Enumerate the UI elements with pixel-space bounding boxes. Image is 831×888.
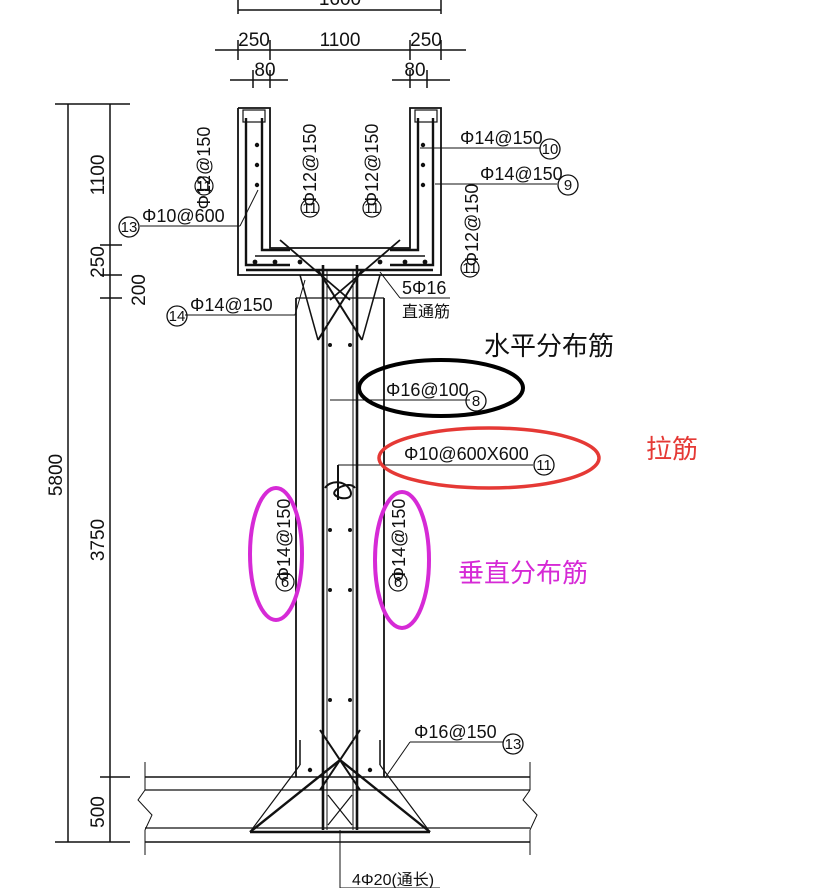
reinforcement [244,118,533,834]
mark-9: 9 [564,177,572,194]
dim-top: 1100 [88,155,109,196]
rebar-label-9: Φ14@150 [480,164,563,184]
rebar-label-10: Φ14@150 [460,128,543,148]
rebar-note-top: 直通筋 [402,303,450,321]
vertical-rebar-highlight-left [248,486,304,622]
tie-rebar-highlight [377,426,601,490]
dim-wall: 3750 [88,519,109,561]
mark-10: 10 [542,141,559,158]
dim-left-small: 80 [254,60,275,81]
rebar-label-bottom: 4Φ20(通长) [352,871,434,888]
dim-overall: 1600 [319,0,361,10]
dim-slab: 250 [88,246,109,278]
mark-11d: 11 [462,260,478,277]
dim-total: 5800 [46,454,67,496]
annotations: 水平分布筋 拉筋 垂直分布筋 [458,332,698,589]
annotation-tie: 拉筋 [646,435,698,465]
annotation-horizontal: 水平分布筋 [484,332,614,362]
mark-11c: 11 [364,200,380,217]
mark-13a: 13 [121,219,138,236]
rebar-label-14: Φ14@150 [190,295,273,315]
dim-base: 500 [88,796,109,828]
annotation-vertical: 垂直分布筋 [458,559,588,589]
dim-right-edge: 250 [410,30,442,51]
vertical-rebar-highlight-right [373,490,431,630]
rebar-label-11a: Φ12@150 [194,127,214,210]
rebar-label-8: Φ16@100 [386,380,469,400]
rebar-label-6a: Φ14@150 [274,499,294,582]
dim-beam: 200 [129,274,150,306]
horizontal-rebar-highlight [357,358,525,418]
rebar-label-top: 5Φ16 [402,278,446,298]
rebar-label-6b: Φ14@150 [389,499,409,582]
top-dimensions: 1600 250 1100 250 80 80 [215,0,466,88]
rebar-label-13a: Φ10@600 [142,206,225,226]
dim-middle: 1100 [320,30,361,51]
mark-13b: 13 [505,736,522,753]
dim-right-small: 80 [404,60,425,81]
left-dimensions: 5800 1100 250 200 3750 500 [46,103,150,843]
mark-6a: 6 [281,574,289,591]
rebar-label-11b: Φ12@150 [300,124,320,207]
mark-11e: 11 [536,457,552,474]
rebar-label-11e: Φ10@600X600 [404,444,529,464]
mark-11b: 11 [302,200,318,217]
highlights [248,358,601,630]
concrete-outline [137,107,538,855]
mark-8: 8 [472,393,480,410]
mark-11a: 11 [196,178,212,195]
rebar-label-13b: Φ16@150 [414,722,497,742]
dim-left-edge: 250 [238,30,270,51]
mark-14: 14 [169,308,186,325]
rebar-labels: Φ14@150 10 Φ14@150 9 Φ12@150 11 Φ12@150 … [118,124,579,888]
mark-6b: 6 [394,574,402,591]
rebar-label-11d: Φ12@150 [462,184,482,267]
rebar-label-11c: Φ12@150 [362,124,382,207]
rebar-dots [252,142,428,773]
